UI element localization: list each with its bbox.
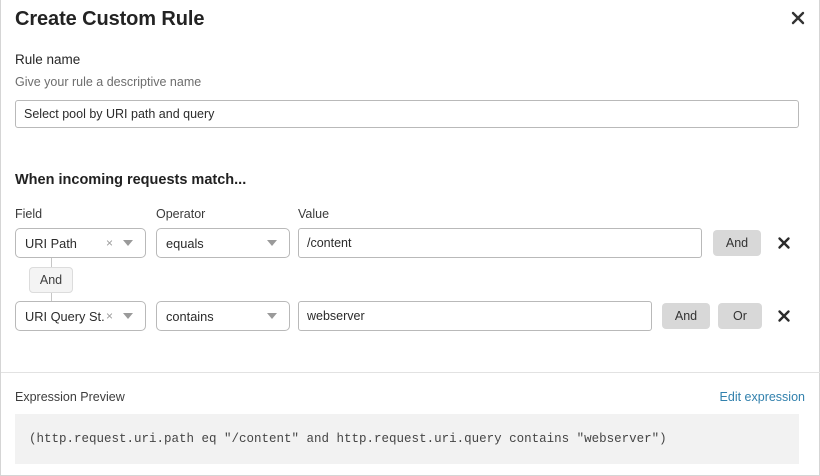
close-button[interactable] bbox=[785, 5, 811, 31]
field-select[interactable]: URI Path × bbox=[15, 228, 146, 258]
edit-expression-link[interactable]: Edit expression bbox=[719, 390, 805, 404]
column-header-value: Value bbox=[298, 207, 330, 221]
page-title: Create Custom Rule bbox=[15, 8, 205, 30]
value-input[interactable] bbox=[298, 301, 652, 331]
connector-and-button[interactable]: And bbox=[29, 267, 73, 293]
operator-select-value: equals bbox=[166, 235, 204, 251]
connector-line-bottom bbox=[51, 293, 52, 302]
add-and-condition-button[interactable]: And bbox=[662, 303, 710, 329]
chevron-down-icon[interactable] bbox=[263, 313, 289, 319]
close-icon bbox=[778, 310, 790, 322]
condition-row: URI Path × equals And bbox=[1, 228, 820, 258]
rule-name-label: Rule name bbox=[15, 52, 81, 67]
connector-line-top bbox=[51, 258, 52, 267]
field-select-value: URI Query St... bbox=[25, 308, 104, 324]
add-or-condition-button[interactable]: Or bbox=[718, 303, 762, 329]
conditions-section-heading: When incoming requests match... bbox=[15, 172, 247, 188]
chevron-down-icon[interactable] bbox=[263, 240, 289, 246]
remove-condition-button[interactable] bbox=[773, 232, 795, 254]
expression-preview-label: Expression Preview bbox=[15, 390, 125, 404]
operator-select-value: contains bbox=[166, 308, 214, 324]
condition-row: URI Query St... × contains And Or bbox=[1, 301, 820, 331]
add-and-condition-button[interactable]: And bbox=[713, 230, 761, 256]
value-input[interactable] bbox=[298, 228, 702, 258]
clear-icon[interactable]: × bbox=[105, 308, 113, 323]
operator-select[interactable]: contains bbox=[156, 301, 290, 331]
expression-preview-code: (http.request.uri.path eq "/content" and… bbox=[15, 414, 799, 464]
close-icon bbox=[778, 237, 790, 249]
chevron-down-icon[interactable] bbox=[119, 240, 145, 246]
section-divider bbox=[1, 372, 820, 373]
rule-name-input[interactable] bbox=[15, 100, 799, 128]
close-icon bbox=[791, 11, 805, 25]
operator-select[interactable]: equals bbox=[156, 228, 290, 258]
field-select[interactable]: URI Query St... × bbox=[15, 301, 146, 331]
clear-icon[interactable]: × bbox=[105, 235, 113, 250]
remove-condition-button[interactable] bbox=[773, 305, 795, 327]
condition-connector: And bbox=[15, 258, 185, 302]
field-select-value: URI Path bbox=[25, 235, 77, 251]
column-header-field: Field bbox=[15, 207, 43, 221]
rule-name-help-text: Give your rule a descriptive name bbox=[15, 75, 202, 89]
column-header-operator: Operator bbox=[156, 207, 206, 221]
chevron-down-icon[interactable] bbox=[119, 313, 145, 319]
